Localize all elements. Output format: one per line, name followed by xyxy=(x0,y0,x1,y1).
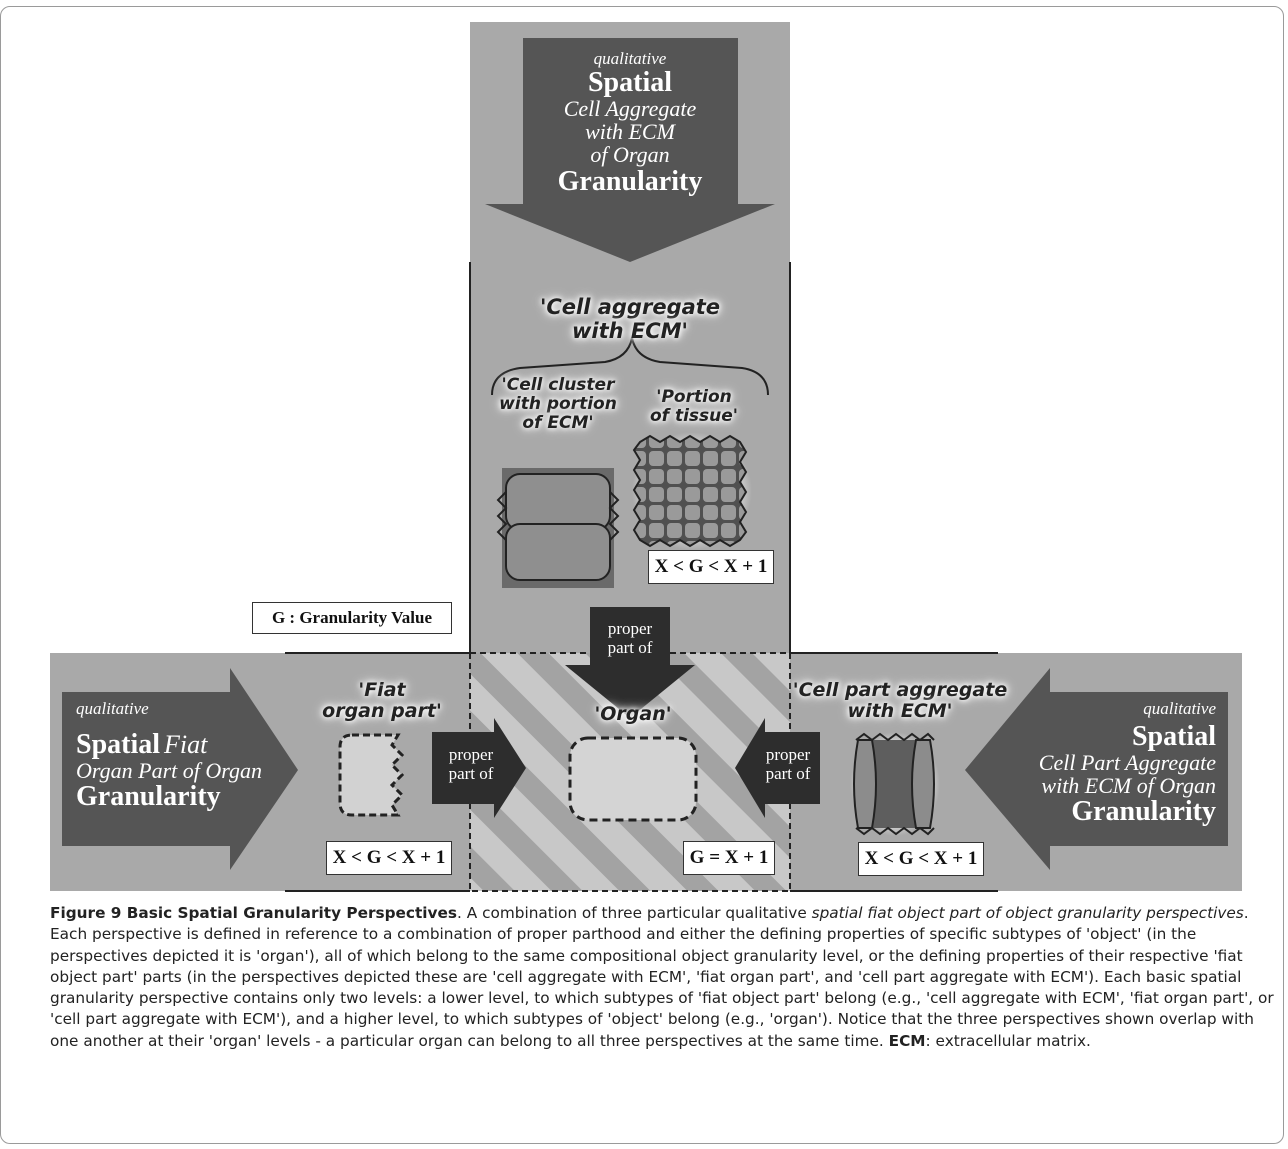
caption-title: Figure 9 Basic Spatial Granularity Persp… xyxy=(50,904,458,922)
figure-frame xyxy=(0,6,1284,1144)
left-perspective-arrow xyxy=(62,668,298,870)
right-arrow-qualitative: qualitative xyxy=(1143,699,1216,718)
label-cell-cluster: 'Cell cluster with portion of ECM' xyxy=(499,375,617,434)
label-fiat-organ-part: 'Fiat organ part' xyxy=(322,679,442,723)
organ-illustration xyxy=(568,736,698,822)
proper-part-of-right: proper part of xyxy=(765,745,811,783)
top-arrow-qualitative: qualitative xyxy=(593,49,667,68)
caption-text-1: . A combination of three particular qual… xyxy=(457,904,812,922)
left-arrow-qualitative: qualitative xyxy=(76,699,149,718)
caption-emphasis: spatial fiat object part of object granu… xyxy=(811,904,1244,922)
caption-text-2: . Each perspective is defined in referen… xyxy=(50,904,1274,1050)
left-arrow-text: qualitative Spatial Fiat Organ Part of O… xyxy=(76,700,306,812)
proper-part-of-top: proper part of xyxy=(607,619,653,657)
proper-part-arrow-left xyxy=(432,718,526,818)
left-arrow-fiat: Fiat xyxy=(164,729,208,759)
top-arrow-line4: with ECM xyxy=(585,119,675,145)
top-arrow-text: qualitative Spatial Cell Aggregate with … xyxy=(520,50,740,196)
left-arrow-granularity: Granularity xyxy=(76,781,221,813)
aggregate-brace xyxy=(491,337,769,396)
right-perspective-arrow xyxy=(965,668,1228,870)
tissue-illustration xyxy=(632,432,752,550)
fiat-organ-part-illustration xyxy=(338,733,405,817)
proper-part-arrow-top xyxy=(565,607,695,718)
caption-ecm: ECM xyxy=(888,1031,926,1050)
label-organ: 'Organ' xyxy=(594,703,672,725)
top-arrow-line3: Cell Aggregate xyxy=(563,96,697,122)
label-cell-part-aggregate: 'Cell part aggregate with ECM' xyxy=(792,679,1008,723)
left-arrow-spatial: Spatial xyxy=(76,728,161,760)
proper-part-arrow-right xyxy=(735,718,820,818)
right-arrow-line4: with ECM of Organ xyxy=(1041,773,1216,799)
top-arrow-line5: of Organ xyxy=(590,142,670,168)
left-arrow-line3: Organ Part of Organ xyxy=(76,758,262,784)
right-arrow-text: qualitative Spatial Cell Part Aggregate … xyxy=(975,700,1216,827)
caption-text-3: : extracellular matrix. xyxy=(925,1031,1091,1050)
legend-granularity-value: G : Granularity Value xyxy=(252,602,452,634)
figure-caption: Figure 9 Basic Spatial Granularity Persp… xyxy=(50,903,1280,1052)
label-portion-of-tissue: 'Portion of tissue' xyxy=(649,387,739,427)
right-arrow-line3: Cell Part Aggregate xyxy=(1038,750,1216,776)
right-arrow-granularity: Granularity xyxy=(1071,796,1216,828)
top-granularity-value: X < G < X + 1 xyxy=(648,550,774,584)
proper-part-of-left: proper part of xyxy=(448,745,494,783)
right-granularity-value: X < G < X + 1 xyxy=(858,842,984,876)
top-perspective-arrow xyxy=(485,38,775,262)
right-arrow-spatial: Spatial xyxy=(1131,720,1216,752)
cell-cluster-illustration xyxy=(496,468,620,588)
left-granularity-value: X < G < X + 1 xyxy=(326,841,452,875)
label-cell-aggregate: 'Cell aggregate with ECM' xyxy=(539,295,721,343)
center-granularity-value: G = X + 1 xyxy=(683,841,775,875)
cell-part-aggregate-illustration xyxy=(850,732,940,836)
top-arrow-granularity: Granularity xyxy=(557,165,703,197)
top-arrow-spatial: Spatial xyxy=(587,66,673,98)
